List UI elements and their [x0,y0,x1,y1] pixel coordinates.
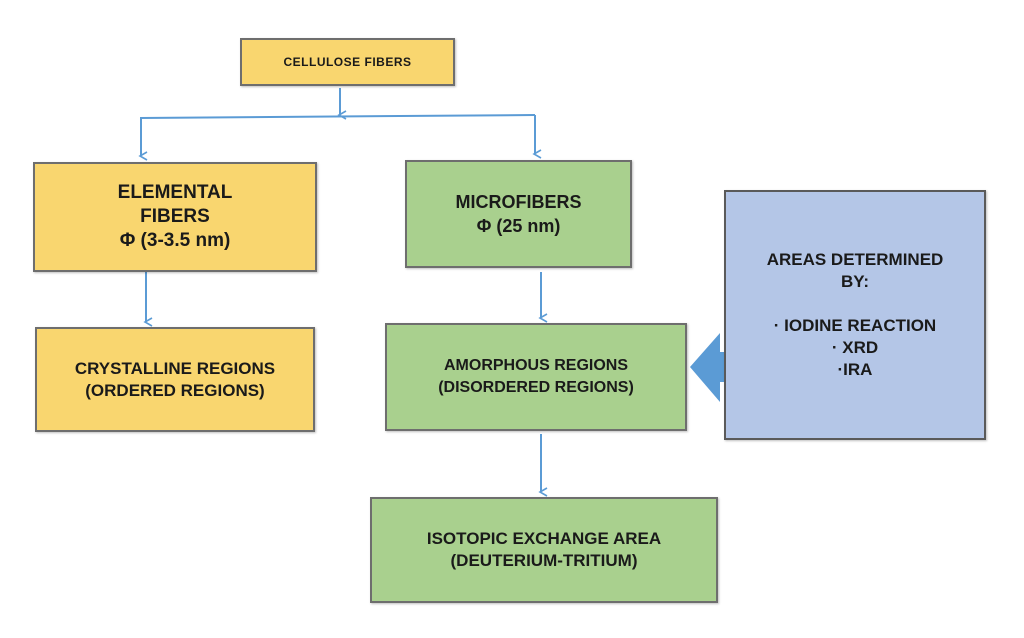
method-iodine: · IODINE REACTION [773,316,937,335]
methods-title-line1: AREAS DETERMINED [766,250,944,269]
methods-title-line2: BY: [840,272,869,291]
node-isotopic-exchange: ISOTOPIC EXCHANGE AREA (DEUTERIUM-TRITIU… [370,497,718,603]
isotopic-line2: (DEUTERIUM-TRITIUM) [450,551,638,570]
crystalline-line1: CRYSTALLINE REGIONS [74,358,276,378]
isotopic-line1: ISOTOPIC EXCHANGE AREA [426,529,662,548]
microfibers-diameter: Φ (25 nm) [476,216,561,236]
node-crystalline-regions: CRYSTALLINE REGIONS (ORDERED REGIONS) [35,327,315,432]
block-arrow-left [690,333,724,402]
crystalline-line2: (ORDERED REGIONS) [85,380,265,400]
node-amorphous-regions: AMORPHOUS REGIONS (DISORDERED REGIONS) [385,323,687,431]
amorphous-line2: (DISORDERED REGIONS) [438,379,634,396]
microfibers-line1: MICROFIBERS [455,192,582,212]
method-xrd: · XRD [831,338,879,357]
method-ira: ·IRA [837,360,873,379]
node-elemental-fibers: ELEMENTAL FIBERS Φ (3-3.5 nm) [33,162,317,272]
node-cellulose-fibers-label: CELLULOSE FIBERS [283,55,412,69]
elemental-line1: ELEMENTAL [117,182,233,203]
amorphous-line1: AMORPHOUS REGIONS [443,357,628,374]
connector-split [139,114,536,119]
node-microfibers: MICROFIBERS Φ (25 nm) [405,160,632,268]
elemental-diameter: Φ (3-3.5 nm) [119,230,231,251]
node-determination-methods: AREAS DETERMINED BY: · IODINE REACTION ·… [724,190,986,440]
node-cellulose-fibers: CELLULOSE FIBERS [240,38,455,86]
elemental-line2: FIBERS [140,206,210,227]
